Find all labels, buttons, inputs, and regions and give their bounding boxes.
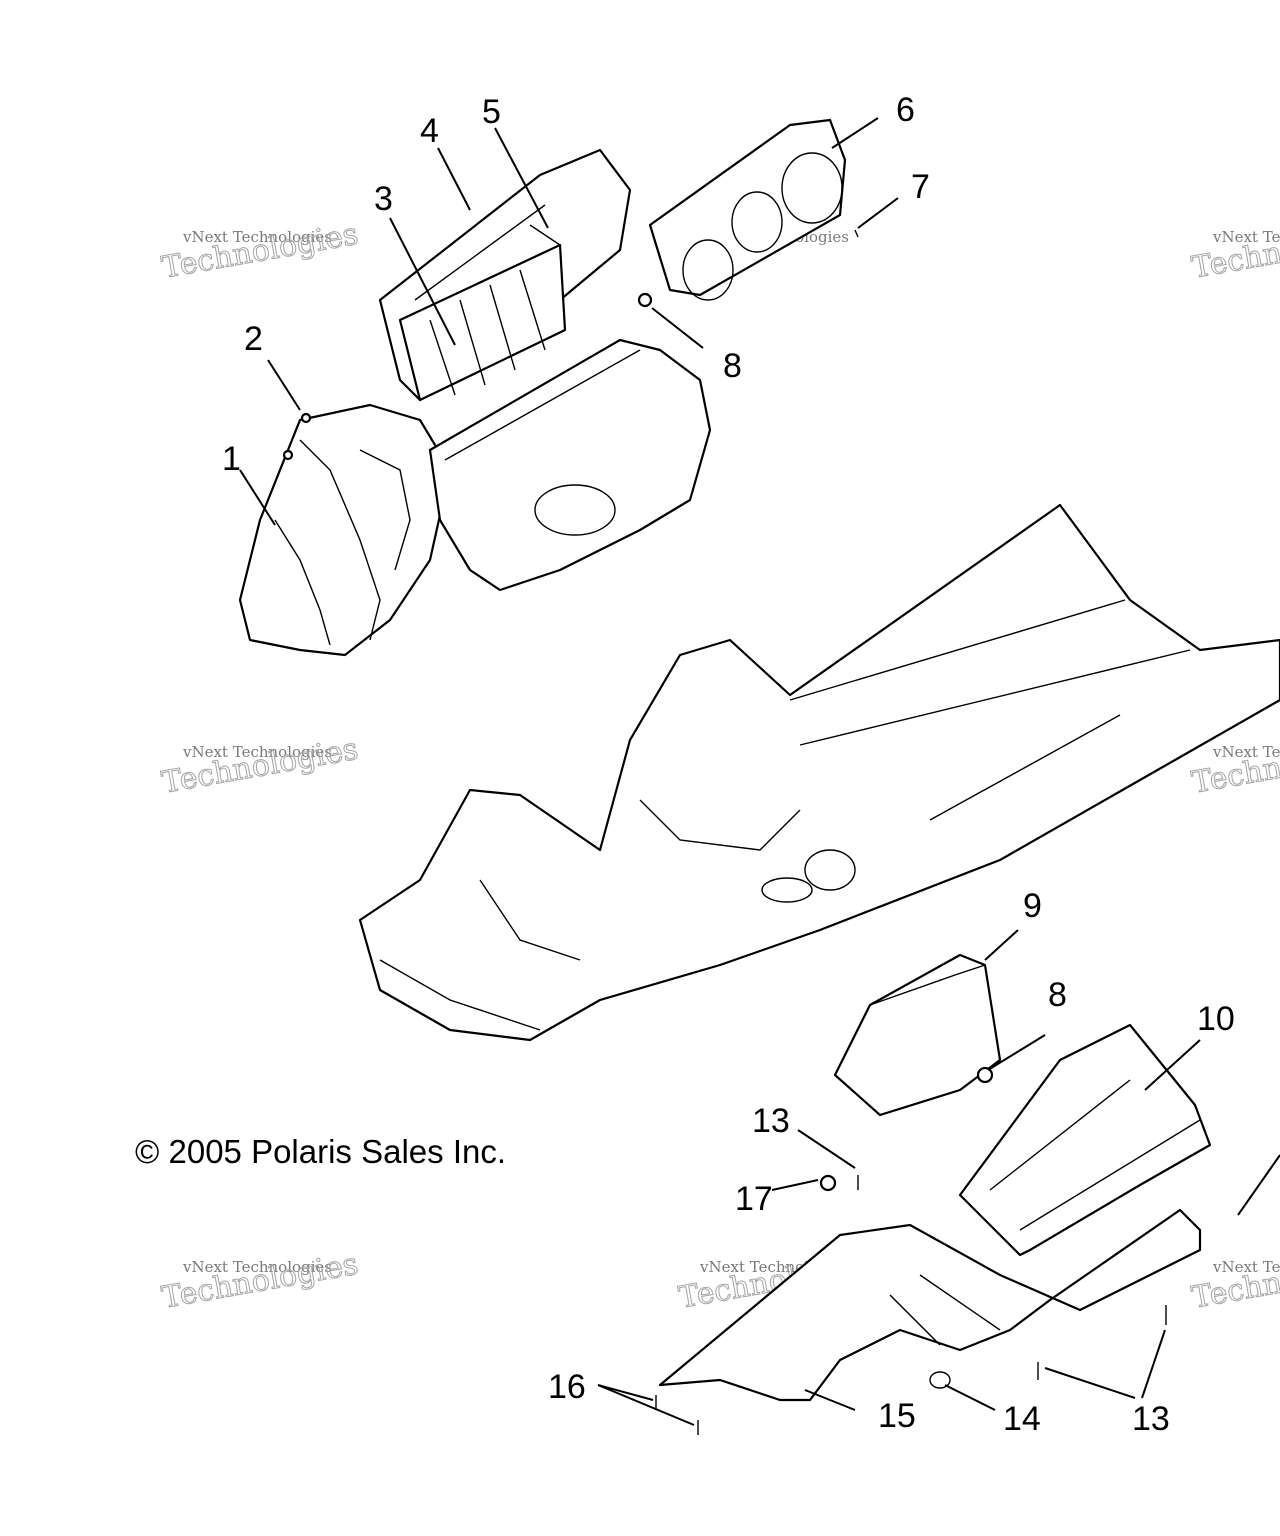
fastener-7 xyxy=(854,229,859,238)
callout-3: 3 xyxy=(374,180,393,218)
svg-text:vNext Technologies: vNext Technologies xyxy=(1212,743,1280,761)
callout-numbers: 1 2 3 4 5 6 7 8 8 9 10 13 13 14 15 16 17 xyxy=(222,91,1235,1438)
svg-text:vNext Technologies: vNext Technologies xyxy=(182,1258,332,1276)
callout-1: 1 xyxy=(222,440,241,478)
watermark: vNext Technologies Technologies xyxy=(1189,216,1280,286)
fastener-2a xyxy=(300,412,312,424)
hood-base xyxy=(428,338,712,592)
part-15-lower-panel xyxy=(658,1208,1202,1402)
watermark: vNext Technologies Technologies xyxy=(1189,1246,1280,1316)
part-1-front-cowl xyxy=(238,403,452,657)
callout-13-bottom: 13 xyxy=(1132,1400,1170,1438)
grommet-17 xyxy=(819,1174,837,1192)
part-10-side-panel xyxy=(958,1023,1212,1257)
fastener-2b xyxy=(282,449,294,461)
svg-text:vNext Technologies: vNext Technologies xyxy=(1212,228,1280,246)
chassis-tunnel xyxy=(358,503,1280,1042)
callout-2: 2 xyxy=(244,320,263,358)
callout-13-top: 13 xyxy=(752,1102,790,1140)
callout-10: 10 xyxy=(1197,1000,1235,1038)
fastener-8-top xyxy=(637,292,653,308)
svg-text:vNext Technologies: vNext Technologies xyxy=(182,228,332,246)
svg-text:vNext Technologies: vNext Technologies xyxy=(182,743,332,761)
callout-8-top: 8 xyxy=(723,347,742,385)
watermark: vNext Technologies Technologies xyxy=(159,731,362,801)
fasteners xyxy=(282,229,1167,1435)
callout-8-bottom: 8 xyxy=(1048,976,1067,1014)
callout-7: 7 xyxy=(911,168,930,206)
callout-17: 17 xyxy=(735,1180,773,1218)
watermark: vNext Technologies Technologies xyxy=(159,1246,362,1316)
callout-15: 15 xyxy=(878,1397,916,1435)
copyright-notice: © 2005 Polaris Sales Inc. xyxy=(135,1133,507,1170)
callout-14: 14 xyxy=(1003,1400,1041,1438)
watermark: vNext Technologies Technologies xyxy=(159,216,362,286)
part-9-pad xyxy=(833,953,1002,1117)
callout-9: 9 xyxy=(1023,887,1042,925)
callout-6: 6 xyxy=(896,91,915,129)
part-4-instrument-pod xyxy=(378,148,632,402)
callout-4: 4 xyxy=(420,112,439,150)
leader-lines xyxy=(239,117,1280,1426)
svg-text:vNext Technologies: vNext Technologies xyxy=(1212,1258,1280,1276)
fastener-8-bottom xyxy=(976,1066,994,1084)
callout-5: 5 xyxy=(482,93,501,131)
callout-16: 16 xyxy=(548,1368,586,1406)
part-6-gauge-bezel xyxy=(648,118,847,301)
